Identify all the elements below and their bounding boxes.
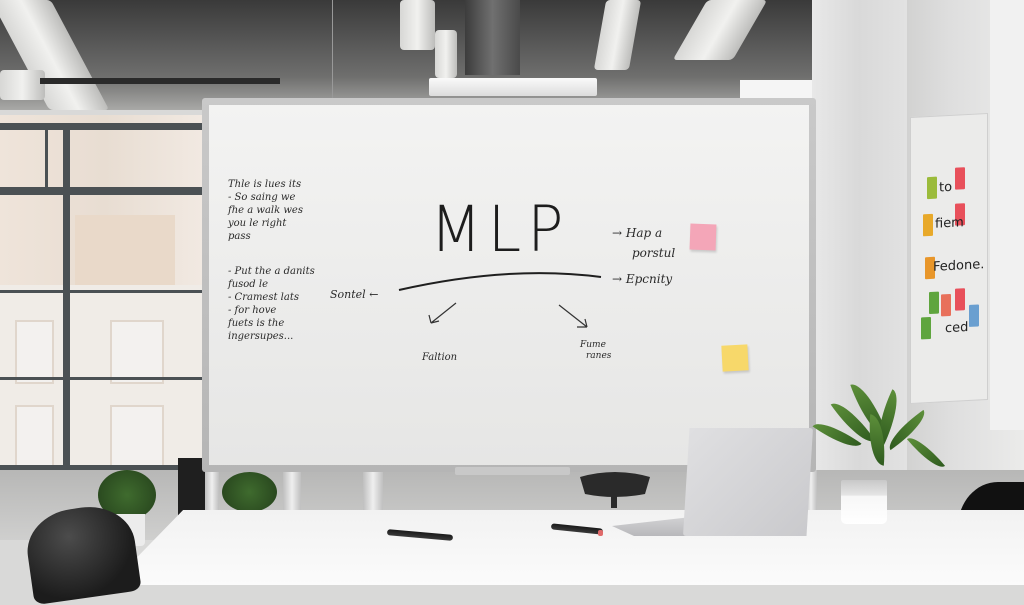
note-line: you le right (228, 218, 287, 229)
note-line: ingersupes... (228, 331, 294, 342)
whiteboard-surface[interactable] (209, 105, 809, 465)
window-frame (63, 123, 70, 468)
note-line: - for hove (228, 305, 277, 316)
branch-left-label: Sontel ← (330, 288, 379, 301)
sticky-note (941, 293, 951, 317)
building-window (15, 320, 54, 384)
note-line: fhe a walk wes (228, 205, 303, 216)
meeting-table (110, 510, 1024, 585)
window-frame (0, 290, 210, 293)
plant-pot (841, 480, 887, 524)
building-window (15, 405, 54, 469)
branch-line: porstul (632, 246, 676, 260)
potted-plant (800, 375, 950, 485)
note-line: fuets is the (228, 318, 285, 329)
background-plant (222, 472, 277, 512)
glass-board-text: Fedone. (933, 257, 985, 275)
branch-right-top-label: → Hap a porstul (612, 223, 675, 263)
glass-board-text: fiem (935, 215, 964, 232)
note-line: - So saing we (228, 192, 296, 203)
office-chair (580, 472, 650, 508)
note-line: fusod le (228, 279, 268, 290)
ceiling-pipe (400, 0, 435, 50)
sticky-note (927, 176, 937, 200)
mind-map-lines (398, 272, 602, 328)
marker-cap (598, 530, 603, 536)
window-frame (0, 123, 210, 130)
sticky-note (921, 316, 931, 340)
note-line: pass (228, 231, 251, 242)
building-window (110, 320, 164, 384)
branch-right-bottom-label: → Epcnity (612, 272, 673, 286)
sticky-note (929, 291, 939, 315)
branch-line: → Hap a (612, 226, 663, 240)
window-frame (45, 130, 48, 190)
window-frame (0, 187, 210, 195)
note-line: - Put the a danits (228, 266, 315, 277)
building-facade (75, 215, 175, 295)
glass-board: to fiem Fedone. ced (910, 112, 988, 405)
laptop[interactable] (683, 428, 813, 536)
window-right (740, 80, 812, 100)
window-frame (0, 377, 210, 380)
wall-panel (990, 0, 1024, 430)
branch-line: Fume (580, 340, 606, 350)
glass-board-text: to (939, 179, 953, 196)
plant-leaf (906, 431, 946, 474)
ceiling-pipe (435, 30, 457, 78)
building-window (110, 405, 164, 469)
whiteboard-leg (283, 470, 301, 515)
whiteboard-marker-tray (455, 467, 570, 475)
sticky-note (969, 304, 979, 327)
note-line: - Cramest lats (228, 292, 299, 303)
sticky-note (955, 288, 965, 311)
branch-line: ranes (586, 351, 612, 361)
ceiling-rail (40, 78, 280, 84)
branch-bottom-left-label: Faltion (422, 352, 458, 363)
ceiling-projector (429, 78, 597, 96)
pink-sticky-note (689, 223, 717, 251)
whiteboard-notes-left-2: - Put the a danits fusod le - Cramest la… (228, 265, 315, 343)
sticky-note (923, 213, 933, 237)
hanging-wire (332, 0, 333, 98)
note-line: Thle is lues its (228, 179, 302, 190)
window (0, 115, 210, 515)
ceiling-duct (465, 0, 520, 75)
branch-bottom-right-label: Fume ranes (580, 340, 611, 362)
ceiling-beam (0, 70, 45, 100)
sticky-note (955, 167, 965, 190)
window-frame (0, 465, 210, 471)
yellow-sticky-note (721, 344, 749, 372)
whiteboard-title-mlp: MLP (430, 193, 570, 267)
whiteboard-leg (363, 470, 383, 515)
whiteboard-notes-left-1: Thle is lues its - So saing we fhe a wal… (228, 178, 303, 243)
glass-board-text: ced (945, 319, 969, 337)
